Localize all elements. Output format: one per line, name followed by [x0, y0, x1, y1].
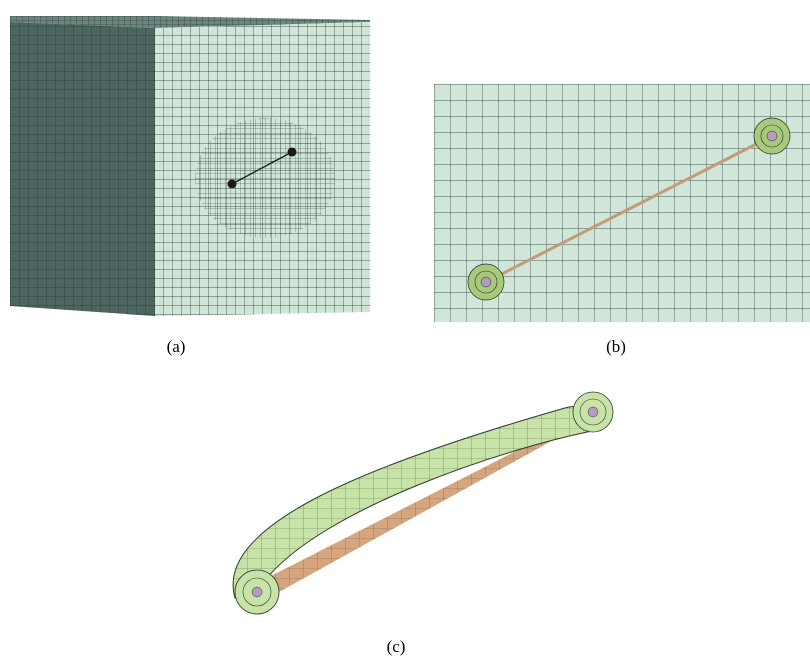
caption-a: (a)	[166, 337, 186, 356]
caption-c: (c)	[386, 637, 406, 656]
crack-line-zoom	[485, 134, 773, 284]
crack-tip-right	[287, 147, 297, 157]
panel-a-cube-mesh	[10, 8, 382, 320]
tube-end-cap-left	[234, 569, 280, 615]
cube-mesh-figure	[10, 16, 370, 316]
crack-tip-left	[227, 179, 237, 189]
crack-tip-zone-right	[753, 117, 791, 155]
crack-tube-figure	[232, 391, 614, 615]
tube-end-cap-right	[572, 391, 614, 433]
panel-c-crack-tube	[205, 378, 625, 618]
crack-zoom-figure	[434, 84, 810, 322]
caption-b: (b)	[606, 337, 626, 356]
crack-line	[231, 151, 293, 185]
panel-b-crack-zoom	[434, 84, 810, 322]
crack-tip-zone-left	[467, 263, 505, 301]
refined-mesh-region	[195, 118, 335, 238]
